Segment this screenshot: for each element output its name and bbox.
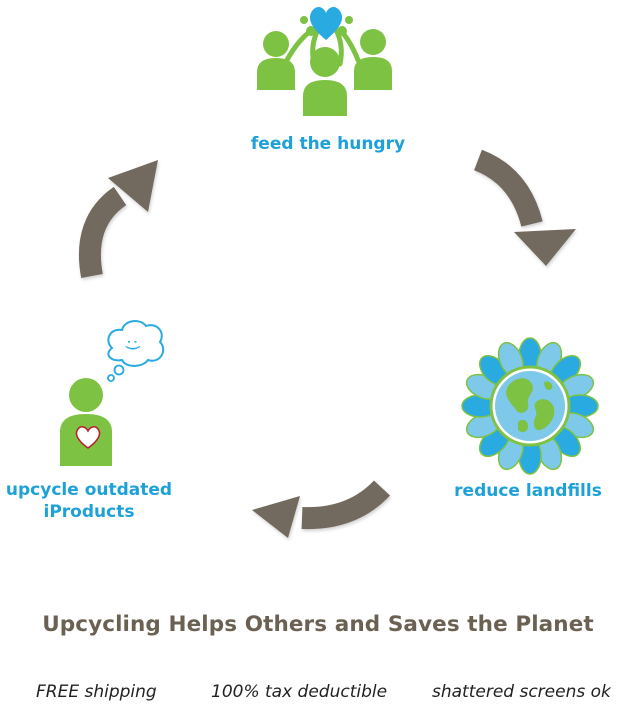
headline: Upcycling Helps Others and Saves the Pla…: [42, 612, 594, 637]
cycle-arrow-right: [473, 149, 576, 266]
cycle-arrow-left: [78, 160, 158, 278]
feature-list: FREE shipping 100% tax deductible shatte…: [0, 682, 636, 712]
thought-bubble-text: :): [124, 339, 143, 351]
thought-bubble: :): [107, 320, 165, 382]
person-thinking-heart-icon: [60, 378, 112, 466]
feature-tax-deductible: 100% tax deductible: [211, 682, 388, 702]
feature-shattered-screens: shattered screens ok: [432, 682, 611, 702]
cycle-arrow-bottom: [252, 480, 391, 538]
node-label-upcycle: upcycle outdated iProducts: [5, 480, 173, 522]
cycle-diagram: :): [60, 6, 599, 538]
feature-free-shipping: FREE shipping: [36, 682, 157, 702]
people-raising-heart-icon: [257, 6, 392, 116]
earth-flower-icon: [461, 337, 599, 475]
node-label-reduce: reduce landfills: [454, 481, 602, 501]
node-label-feed: feed the hungry: [250, 134, 406, 154]
